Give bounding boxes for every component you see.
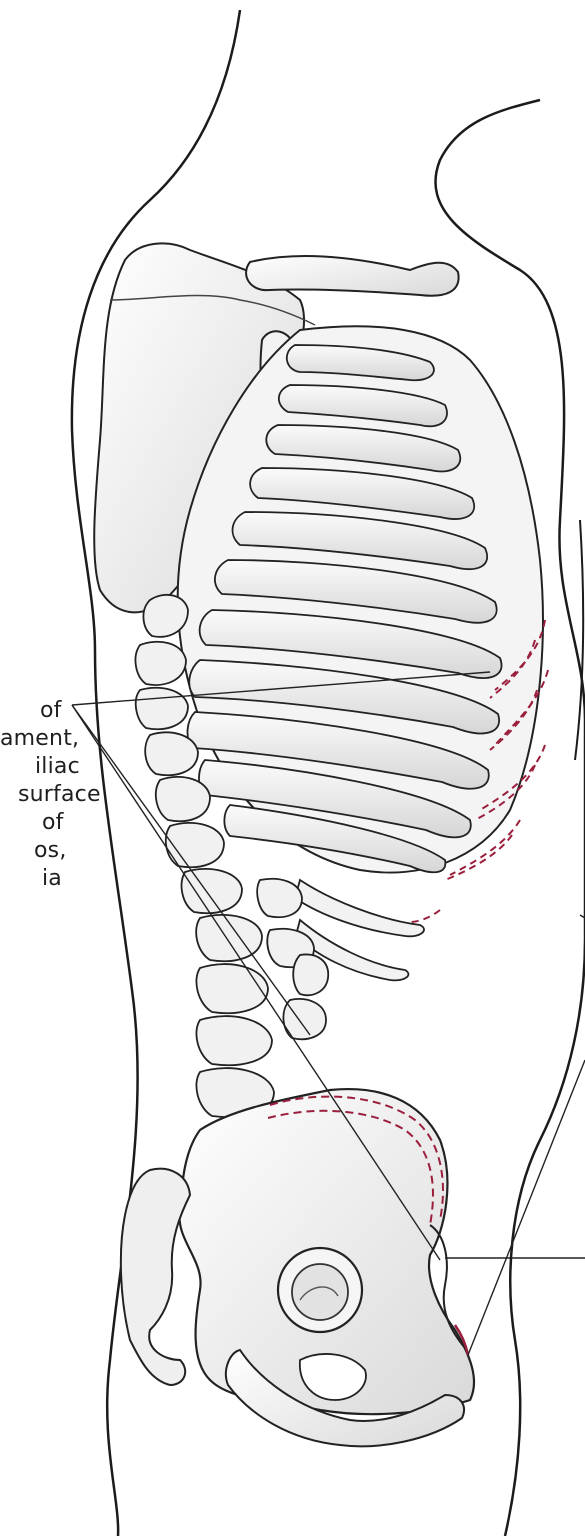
sacrum	[121, 1169, 190, 1385]
flank-contour	[575, 520, 583, 760]
acetabulum	[278, 1248, 362, 1332]
clavicle	[246, 256, 459, 296]
